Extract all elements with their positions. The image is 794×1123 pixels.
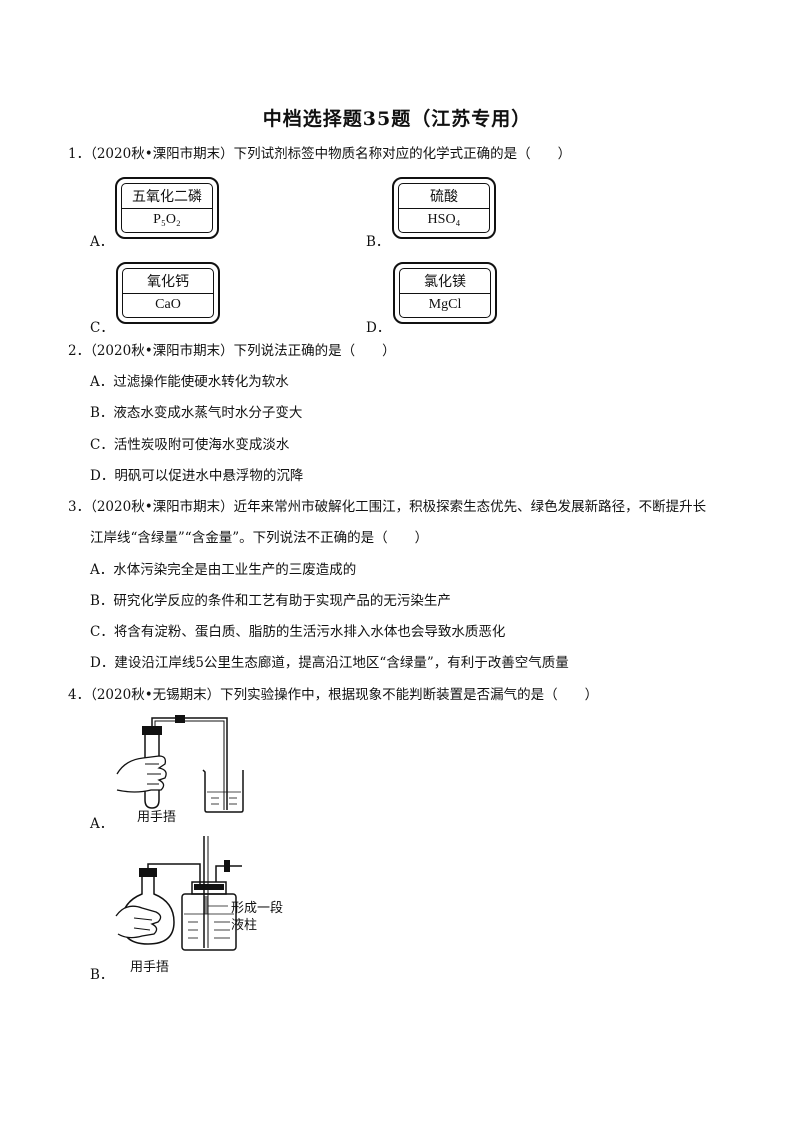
- question-3-stem-line-1: 3．（2020秋•溧阳市期末）近年来常州市破解化工围江，积极探索生态优先、绿色发…: [68, 499, 707, 515]
- reagent-label-frame: 氧化钙 CaO: [122, 268, 214, 318]
- question-1-stem: 1．（2020秋•溧阳市期末）下列试剂标签中物质名称对应的化学式正确的是（ ）: [68, 146, 572, 162]
- reagent-formula: MgCl: [428, 297, 462, 312]
- reagent-name: 五氧化二磷: [122, 184, 212, 209]
- reagent-name: 硫酸: [399, 184, 489, 209]
- question-3-option-b: B．研究化学反应的条件和工艺有助于实现产品的无污染生产: [90, 593, 451, 609]
- question-2-option-d: D．明矾可以促进水中悬浮物的沉降: [90, 468, 304, 484]
- question-2-option-c: C．活性炭吸附可使海水变成淡水: [90, 437, 290, 453]
- question-3-option-a: A．水体污染完全是由工业生产的三废造成的: [90, 562, 357, 578]
- q4-b-caption: 用手捂: [130, 960, 170, 975]
- reagent-label-frame: 氯化镁 MgCl: [399, 268, 491, 318]
- reagent-label-c: 氧化钙 CaO: [116, 262, 220, 324]
- reagent-label-b: 硫酸 HSO₄: [392, 177, 496, 239]
- reagent-formula: HSO₄: [427, 212, 461, 227]
- reagent-formula: CaO: [155, 297, 181, 312]
- question-3-stem-line-2: 江岸线“含绿量”“含金量”。下列说法不正确的是（ ）: [90, 530, 429, 546]
- q1-option-a-letter: A．: [90, 234, 114, 250]
- q4-option-a-letter: A．: [90, 816, 114, 832]
- hand-warming-flask-diagram: [115, 836, 242, 951]
- question-2-option-a: A．过滤操作能使硬水转化为软水: [90, 374, 289, 390]
- q4-option-b-letter: B．: [90, 967, 114, 983]
- reagent-name: 氧化钙: [123, 269, 213, 294]
- reagent-label-frame: 硫酸 HSO₄: [398, 183, 490, 233]
- reagent-label-d: 氯化镁 MgCl: [393, 262, 497, 324]
- q1-option-b-letter: B．: [366, 234, 390, 250]
- question-3-option-c: C．将含有淀粉、蛋白质、脂肪的生活污水排入水体也会导致水质恶化: [90, 624, 506, 640]
- q4-b-note-line-1: 形成一段: [231, 901, 284, 916]
- question-4-stem: 4．（2020秋•无锡期末）下列实验操作中，根据现象不能判断装置是否漏气的是（ …: [68, 687, 599, 703]
- q4-b-note-line-2: 液柱: [231, 918, 258, 933]
- question-3-option-d: D．建设沿江岸线5公里生态廊道，提高沿江地区“含绿量”，有利于改善空气质量: [90, 655, 569, 671]
- reagent-formula: P₅O₂: [153, 212, 181, 227]
- page-title: 中档选择题35题（江苏专用）: [262, 108, 532, 130]
- q1-option-c-letter: C．: [90, 320, 114, 336]
- question-2-option-b: B．液态水变成水蒸气时水分子变大: [90, 405, 303, 421]
- reagent-label-a: 五氧化二磷 P₅O₂: [115, 177, 219, 239]
- q1-option-d-letter: D．: [366, 320, 391, 336]
- hand-warming-test-tube-diagram: [116, 715, 244, 813]
- question-2-stem: 2．（2020秋•溧阳市期末）下列说法正确的是（ ）: [68, 343, 396, 359]
- q4-a-caption: 用手捂: [137, 810, 177, 825]
- reagent-label-frame: 五氧化二磷 P₅O₂: [121, 183, 213, 233]
- reagent-name: 氯化镁: [400, 269, 490, 294]
